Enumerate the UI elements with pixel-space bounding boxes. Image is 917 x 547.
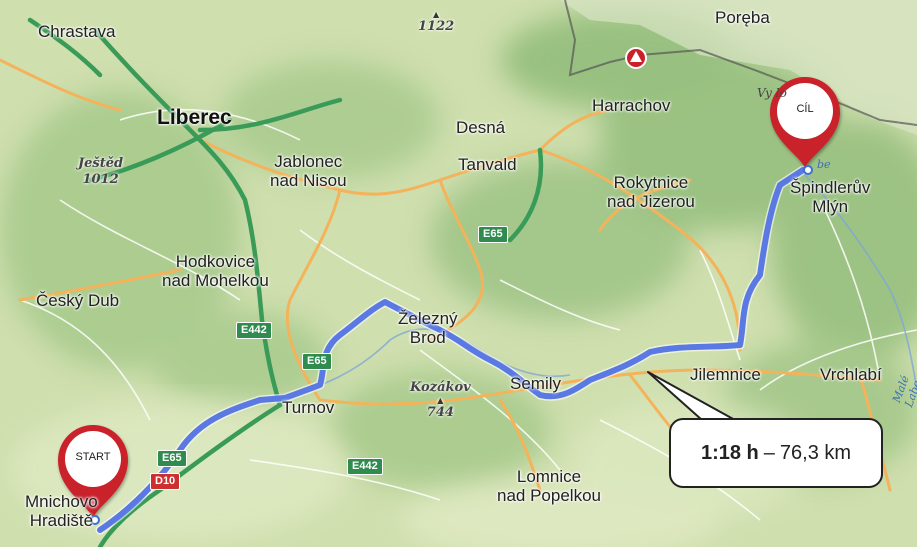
place-cesky-dub[interactable]: Český Dub (36, 291, 120, 310)
label-river-labe: be (817, 158, 831, 171)
peak-triangle-icon: ▲ (437, 395, 444, 405)
place-jilemnice[interactable]: Jilemnice (690, 365, 761, 384)
road-shield-e442: E442 (347, 458, 383, 475)
finish-marker-label[interactable]: CÍL (796, 103, 814, 115)
place-chrastava[interactable]: Chrastava (38, 22, 116, 41)
finish-marker-pin (770, 77, 840, 168)
start-marker-label[interactable]: START (75, 451, 111, 463)
peak-elevation: 1122 (418, 19, 455, 34)
place-rokytnice[interactable]: Rokytnice nad Jizerou (607, 173, 695, 211)
place-liberec[interactable]: Liberec (157, 106, 232, 129)
place-semily[interactable]: Semily (510, 374, 562, 393)
peak-kozakov: Kozákov ▲ 744 (410, 380, 471, 421)
peak-jested: Ještěd 1012 (78, 156, 123, 188)
start-point[interactable] (90, 515, 100, 525)
place-harrachov[interactable]: Harrachov (592, 96, 671, 115)
road-shield-d10: D10 (150, 473, 181, 490)
place-desna[interactable]: Desná (456, 118, 506, 137)
peak-elevation: 744 (426, 405, 454, 420)
place-hodkovice[interactable]: Hodkovice nad Mohelkou (162, 252, 269, 290)
place-zelezny-brod[interactable]: Železný Brod (398, 309, 458, 347)
peak-elevation: 1012 (82, 172, 119, 187)
place-turnov[interactable]: Turnov (282, 398, 335, 417)
start-marker-pin (58, 425, 128, 518)
place-tanvald[interactable]: Tanvald (458, 155, 517, 174)
poland-region (560, 0, 917, 135)
minor-roads (19, 108, 917, 521)
label-vysoke: Vy lo (757, 86, 787, 100)
poi-warning-icon (625, 47, 647, 69)
peak-name: Kozákov (410, 380, 471, 395)
peak-1122: ▲ 1122 (418, 10, 454, 35)
road-shield-e65: E65 (302, 353, 332, 370)
road-shield-e442: E442 (236, 322, 272, 339)
finish-point[interactable] (803, 165, 813, 175)
place-jablonec[interactable]: Jablonec nad Nisou (270, 152, 347, 190)
road-shield-e65: E65 (157, 450, 187, 467)
route-distance: 76,3 km (779, 441, 852, 464)
route-line (97, 167, 806, 533)
route-summary-callout: 1:18 h – 76,3 km (669, 418, 883, 488)
state-border (564, 0, 917, 126)
place-mnichovo-hradiste[interactable]: Mnichovo Hradiště (25, 492, 98, 530)
place-spindleruv-mlyn[interactable]: Špindlerův Mlýn (790, 178, 871, 216)
place-poreba[interactable]: Poręba (715, 8, 770, 27)
place-lomnice[interactable]: Lomnice nad Popelkou (497, 467, 601, 505)
road-shield-e65: E65 (478, 226, 508, 243)
peak-triangle-icon: ▲ (433, 9, 440, 19)
place-vrchlabi[interactable]: Vrchlabí (820, 365, 882, 384)
route-separator: – (763, 441, 775, 464)
river-labe (799, 169, 917, 391)
route-duration: 1:18 h (700, 441, 759, 464)
peak-name: Ještěd (78, 156, 124, 171)
river-jizera (279, 328, 571, 396)
